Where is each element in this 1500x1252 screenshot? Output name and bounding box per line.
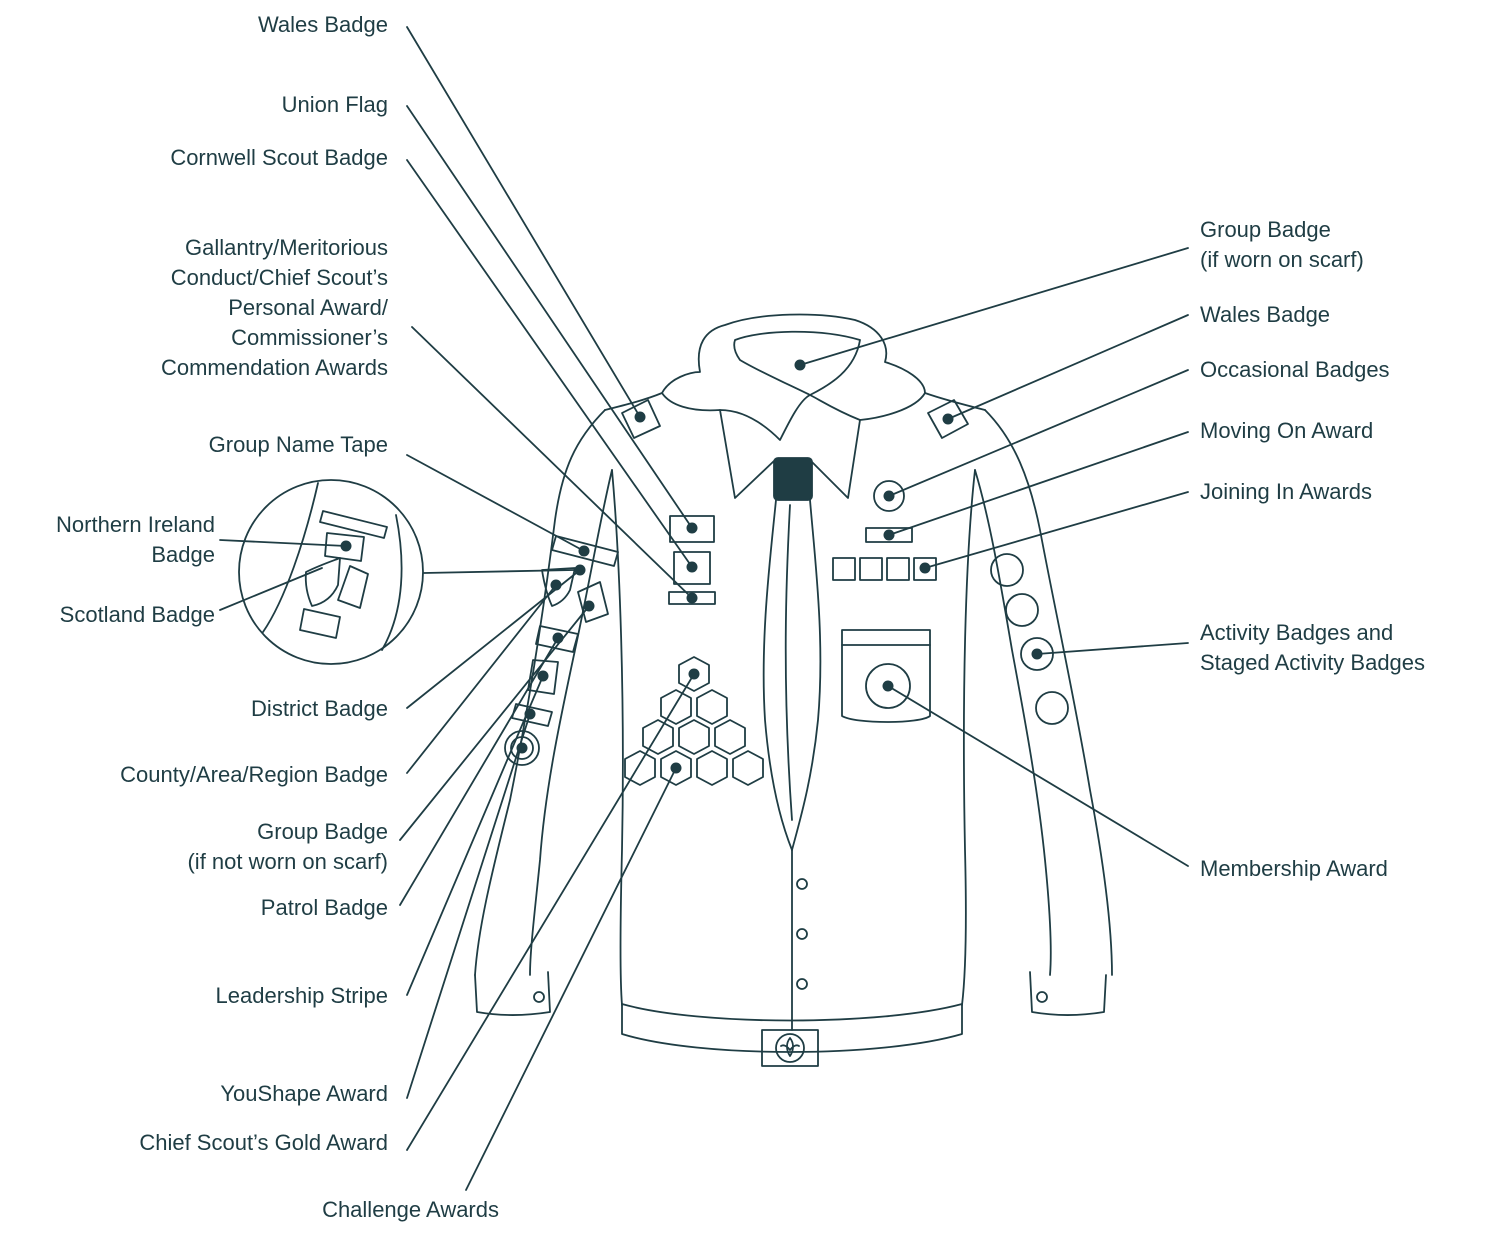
right-side-seam — [961, 469, 976, 1006]
label-wales-badge-right: Wales Badge — [1200, 302, 1331, 327]
label-group-badge-not-scarf: Group Badge (if not worn on scarf) — [187, 819, 388, 874]
label-northern-ireland-badge: Northern Ireland Badge — [56, 512, 215, 567]
label-district-badge: District Badge — [251, 696, 388, 721]
label-wales-badge-left: Wales Badge — [257, 12, 388, 37]
left-sleeve-inner — [529, 469, 613, 976]
label-gallantry-awards: Gallantry/Meritorious Conduct/Chief Scou… — [160, 235, 388, 380]
left-cuff — [474, 971, 551, 1016]
zoom-circle — [238, 479, 424, 665]
label-patrol-badge: Patrol Badge — [260, 895, 388, 920]
scarf-outline — [661, 313, 926, 441]
scarf-inner-fold — [733, 330, 861, 396]
label-moving-on-award: Moving On Award — [1200, 418, 1374, 443]
label-cornwell-scout-badge: Cornwell Scout Badge — [170, 145, 388, 170]
label-leadership-stripe: Leadership Stripe — [215, 983, 388, 1008]
label-union-flag: Union Flag — [281, 92, 388, 117]
scarf-tail-right — [791, 499, 822, 851]
label-group-name-tape: Group Name Tape — [208, 432, 388, 457]
left-side-seam — [611, 469, 624, 1006]
label-youshape-award: YouShape Award — [220, 1081, 388, 1106]
collar-left — [719, 409, 776, 499]
label-county-badge: County/Area/Region Badge — [120, 762, 388, 787]
label-scotland-badge: Scotland Badge — [59, 602, 215, 627]
buckle — [761, 1029, 819, 1067]
label-membership-award: Membership Award — [1200, 856, 1388, 881]
label-occasional-badges: Occasional Badges — [1200, 357, 1390, 382]
right-shoulder-to-sleeve — [984, 409, 1113, 976]
shirt-body-outline — [474, 409, 606, 976]
wales-badge-left-shape — [621, 399, 661, 439]
woggle — [773, 457, 813, 501]
pocket — [841, 629, 931, 723]
collar-right — [809, 419, 861, 499]
waistband — [621, 1003, 963, 1053]
label-chief-scout-gold-award: Chief Scout’s Gold Award — [139, 1130, 388, 1155]
scarf-tail-left — [762, 499, 793, 851]
wales-badge-right-shape — [927, 399, 969, 439]
label-challenge-awards: Challenge Awards — [322, 1197, 499, 1222]
right-sleeve-inner — [974, 469, 1052, 976]
label-activity-badges: Activity Badges and Staged Activity Badg… — [1200, 620, 1426, 675]
label-joining-in-awards: Joining In Awards — [1200, 479, 1373, 504]
right-cuff — [1029, 971, 1107, 1016]
label-group-badge-scarf: Group Badge (if worn on scarf) — [1200, 217, 1364, 272]
